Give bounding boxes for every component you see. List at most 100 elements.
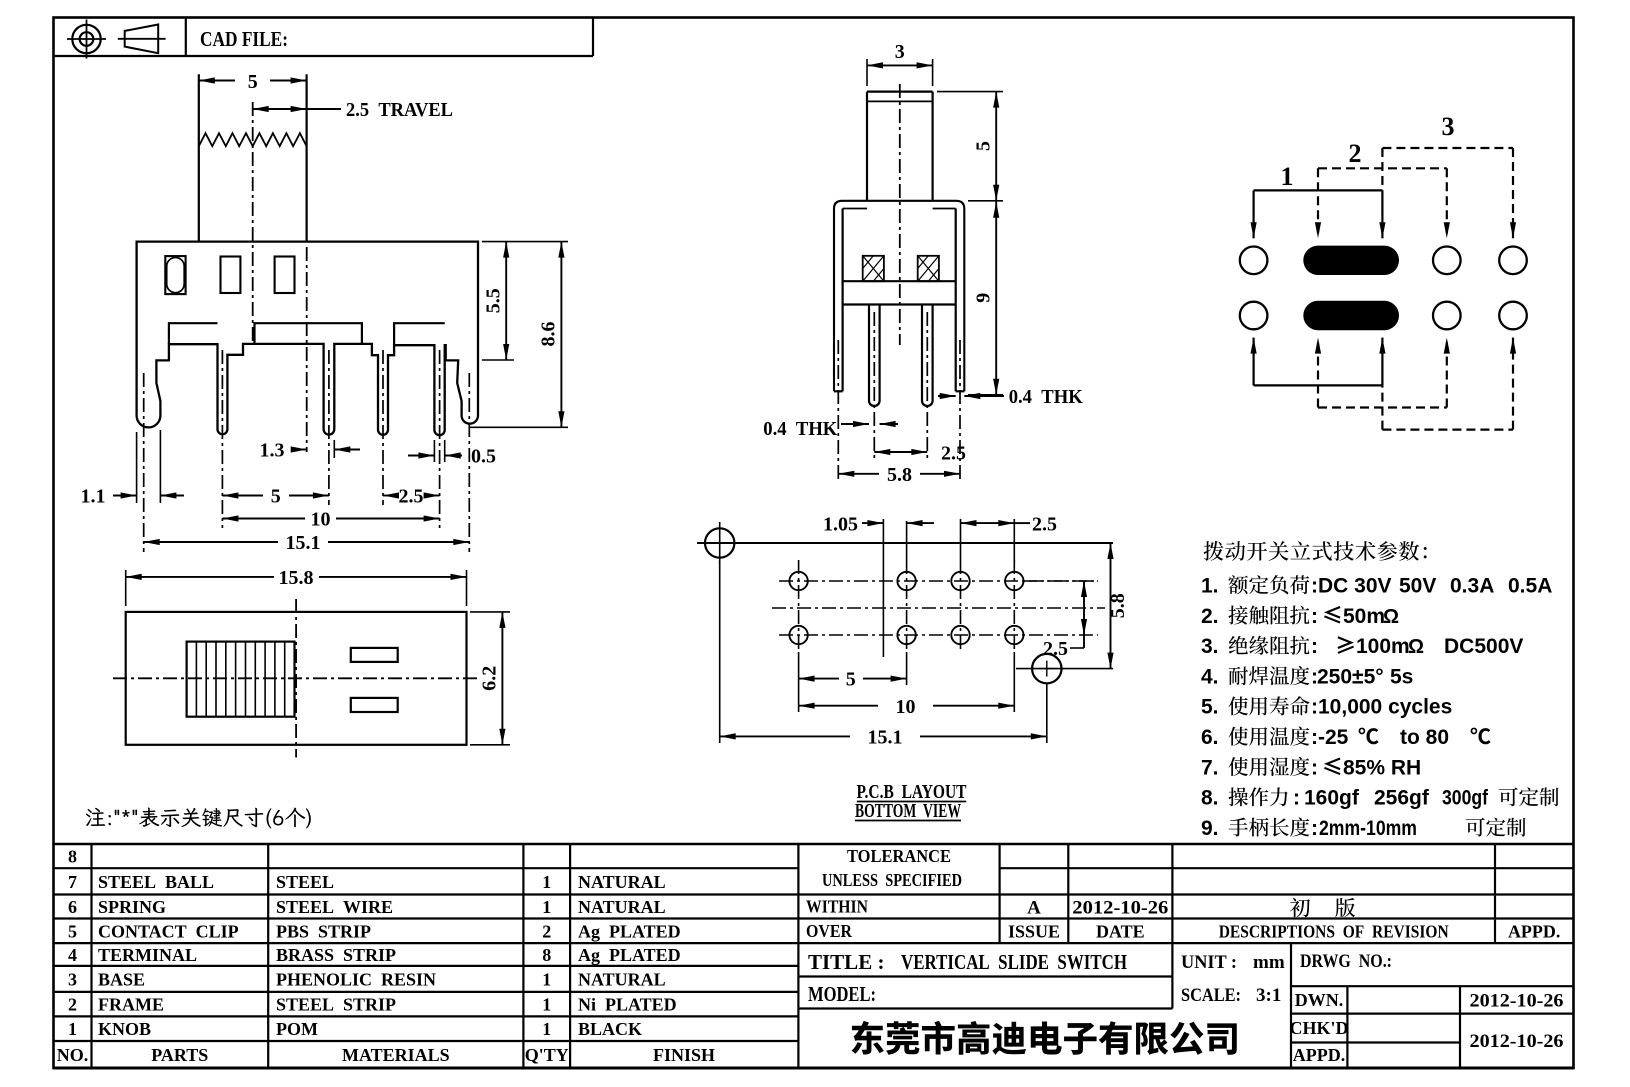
svg-text:2: 2 — [1349, 139, 1362, 168]
svg-text:3: 3 — [1442, 112, 1455, 141]
svg-text:160gf: 160gf — [1304, 787, 1360, 810]
svg-text:5.8: 5.8 — [887, 464, 912, 486]
svg-text:3.: 3. — [1201, 635, 1219, 658]
svg-text:2.5: 2.5 — [399, 486, 424, 508]
svg-text:2: 2 — [68, 995, 77, 1015]
svg-text:0.4 THK: 0.4 THK — [763, 418, 837, 440]
svg-text::: : — [1311, 635, 1318, 658]
svg-text:85% RH: 85% RH — [1343, 756, 1421, 779]
svg-text:1.3: 1.3 — [260, 440, 285, 462]
svg-text:5: 5 — [973, 141, 995, 151]
svg-text:PBS STRIP: PBS STRIP — [276, 921, 371, 941]
svg-text:MODEL:: MODEL: — [808, 982, 876, 1006]
svg-text:Ag PLATED: Ag PLATED — [578, 921, 681, 941]
svg-text:Q'TY: Q'TY — [525, 1045, 569, 1065]
svg-text:NATURAL: NATURAL — [578, 872, 666, 892]
svg-text:2012-10-26: 2012-10-26 — [1072, 898, 1168, 919]
svg-text:Ω: Ω — [1408, 636, 1424, 658]
svg-text:1: 1 — [542, 1019, 551, 1039]
svg-text:POM: POM — [276, 1019, 318, 1039]
svg-text:8.: 8. — [1201, 787, 1219, 810]
svg-text:100m: 100m — [1356, 635, 1410, 658]
svg-text:1: 1 — [542, 969, 551, 989]
svg-text:WITHIN: WITHIN — [806, 897, 868, 917]
svg-text:7: 7 — [68, 872, 77, 892]
svg-text:MATERIALS: MATERIALS — [342, 1045, 450, 1065]
svg-text:STEEL WIRE: STEEL WIRE — [276, 897, 393, 917]
svg-text:DC 30V: DC 30V — [1318, 575, 1392, 598]
svg-text:NO.: NO. — [57, 1045, 89, 1065]
svg-text:8: 8 — [542, 945, 551, 965]
svg-text:8: 8 — [68, 847, 77, 867]
svg-text::: : — [1311, 605, 1318, 628]
svg-text:FINISH: FINISH — [653, 1045, 715, 1065]
svg-text:UNLESS SPECIFIED: UNLESS SPECIFIED — [822, 870, 962, 890]
svg-text:50m: 50m — [1343, 605, 1385, 628]
svg-text:1: 1 — [542, 995, 551, 1015]
svg-text:5: 5 — [846, 669, 856, 691]
svg-text:PHENOLIC RESIN: PHENOLIC RESIN — [276, 969, 436, 989]
svg-text:DATE: DATE — [1096, 922, 1145, 942]
svg-text:BRASS STRIP: BRASS STRIP — [276, 945, 396, 965]
svg-text::: : — [1311, 575, 1318, 598]
svg-text:SPRING: SPRING — [98, 897, 166, 917]
svg-text:2012-10-26: 2012-10-26 — [1470, 991, 1564, 1012]
svg-text:4: 4 — [68, 945, 77, 965]
svg-text:7.: 7. — [1201, 756, 1219, 779]
svg-text:PARTS: PARTS — [151, 1045, 208, 1065]
svg-text:STEEL BALL: STEEL BALL — [98, 872, 214, 892]
svg-text::: : — [1293, 787, 1300, 810]
svg-text:-25: -25 — [1318, 726, 1349, 749]
svg-text:DWN.: DWN. — [1295, 990, 1344, 1010]
svg-text:8.6: 8.6 — [538, 322, 560, 347]
svg-text:0.5: 0.5 — [471, 446, 496, 468]
svg-text:0.5A: 0.5A — [1508, 575, 1552, 598]
svg-text:5s: 5s — [1390, 665, 1413, 688]
svg-text:5.5: 5.5 — [483, 288, 505, 313]
svg-text:NATURAL: NATURAL — [578, 969, 666, 989]
svg-text:APPD.: APPD. — [1293, 1045, 1346, 1065]
svg-text:CHK'D: CHK'D — [1289, 1018, 1348, 1038]
svg-text:15.8: 15.8 — [279, 567, 314, 589]
svg-text:CAD FILE:: CAD FILE: — [200, 27, 288, 51]
svg-text:Ag PLATED: Ag PLATED — [578, 945, 681, 965]
svg-text:6.: 6. — [1201, 726, 1219, 749]
svg-text::: : — [1311, 665, 1318, 688]
svg-text:15.1: 15.1 — [286, 532, 321, 554]
svg-text:UNIT :: UNIT : — [1181, 952, 1237, 973]
svg-text:1: 1 — [542, 897, 551, 917]
svg-text:2.5: 2.5 — [1032, 514, 1057, 536]
svg-text:FRAME: FRAME — [98, 995, 164, 1015]
svg-text:2.: 2. — [1201, 605, 1219, 628]
svg-text:1.1: 1.1 — [81, 486, 106, 508]
svg-text:TERMINAL: TERMINAL — [98, 945, 197, 965]
svg-text:ISSUE: ISSUE — [1008, 922, 1060, 942]
svg-text:KNOB: KNOB — [98, 1019, 151, 1039]
svg-text:CONTACT CLIP: CONTACT CLIP — [98, 921, 239, 941]
svg-text:3: 3 — [895, 41, 905, 63]
svg-text:50V: 50V — [1399, 575, 1436, 598]
svg-text:VERTICAL SLIDE SWITCH: VERTICAL SLIDE SWITCH — [901, 950, 1127, 974]
svg-text:DRWG NO.:: DRWG NO.: — [1300, 951, 1392, 972]
svg-text:2012-10-26: 2012-10-26 — [1470, 1031, 1564, 1052]
svg-text:5.8: 5.8 — [1107, 593, 1129, 618]
svg-text:0.4 THK: 0.4 THK — [1009, 386, 1083, 408]
svg-text::: : — [1311, 756, 1318, 779]
svg-text:Ω: Ω — [1383, 606, 1399, 628]
svg-text:1.: 1. — [1201, 575, 1219, 598]
svg-text:Ni PLATED: Ni PLATED — [578, 995, 677, 1015]
svg-text:10: 10 — [311, 509, 331, 531]
svg-text:to 80: to 80 — [1400, 726, 1449, 749]
svg-text:6: 6 — [68, 897, 77, 917]
svg-text:15.1: 15.1 — [868, 727, 903, 749]
svg-text:1: 1 — [542, 872, 551, 892]
svg-text:6.2: 6.2 — [479, 666, 501, 691]
svg-text:APPD.: APPD. — [1508, 922, 1561, 942]
svg-text:2.5 TRAVEL: 2.5 TRAVEL — [346, 99, 453, 121]
svg-text:NATURAL: NATURAL — [578, 897, 666, 917]
svg-text:256gf: 256gf — [1374, 787, 1430, 810]
svg-text:9.: 9. — [1201, 817, 1219, 840]
svg-text:OVER: OVER — [806, 921, 853, 941]
svg-text:10: 10 — [896, 696, 916, 718]
svg-text:STEEL STRIP: STEEL STRIP — [276, 995, 396, 1015]
